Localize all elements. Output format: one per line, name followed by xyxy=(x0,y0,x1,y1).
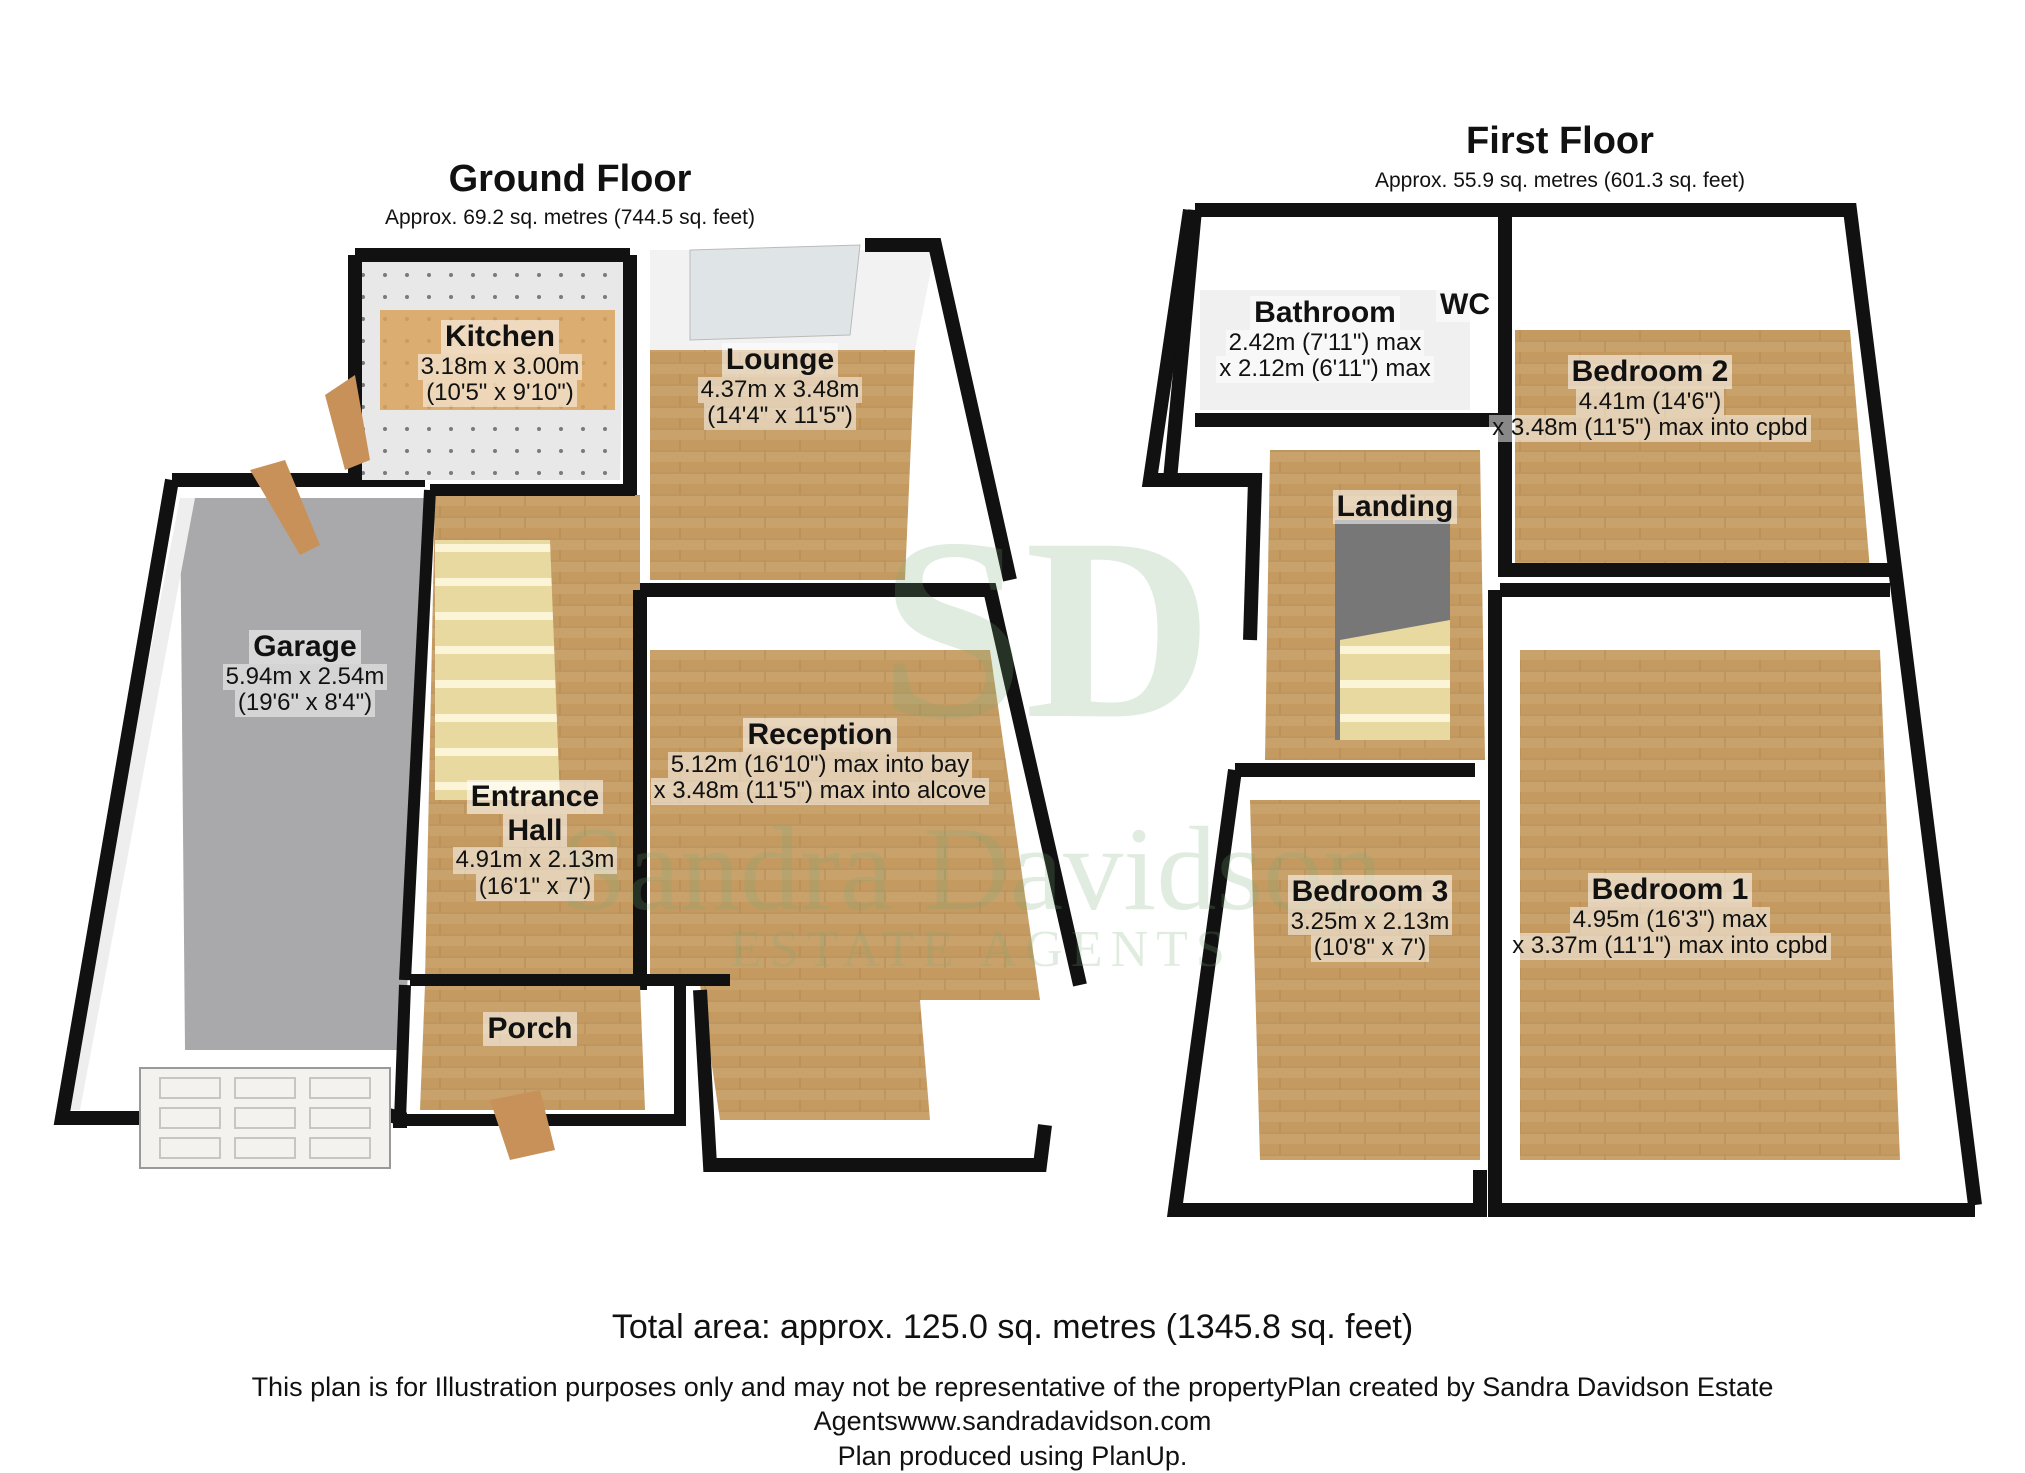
first-floor-outer-wall xyxy=(1141,208,1263,641)
first-floor-title: First Floor xyxy=(1466,120,1654,162)
room-dims: 4.95m (16'3") max xyxy=(1569,906,1771,934)
room-dims: x 3.48m (11'5") max into alcove xyxy=(650,778,990,806)
total-area: Total area: approx. 125.0 sq. metres (13… xyxy=(611,1308,1414,1346)
room-name: Entrance xyxy=(466,780,604,814)
room-dims: 4.91m x 2.13m xyxy=(452,846,618,875)
room-name: Porch xyxy=(483,1012,577,1046)
room-reception: Reception 5.12m (16'10") max into bay x … xyxy=(610,718,1030,806)
room-name: Reception xyxy=(743,718,897,752)
lounge-patio-doors xyxy=(689,244,861,341)
garage-floor xyxy=(180,498,425,1050)
room-dims: 3.25m x 2.13m xyxy=(1287,908,1453,936)
disclaimer: This plan is for Illustration purposes o… xyxy=(0,1370,2025,1473)
hall-walls xyxy=(399,484,635,981)
room-dims: x 2.12m (6'11") max xyxy=(1216,356,1434,384)
room-dims: x 3.37m (11'1") max into cpbd xyxy=(1509,933,1831,961)
disclaimer-line: Plan produced using PlanUp. xyxy=(837,1440,1188,1471)
disclaimer-line: Agentswww.sandradavidson.com xyxy=(813,1406,1212,1437)
ground-floor-area: Approx. 69.2 sq. metres (744.5 sq. feet) xyxy=(384,206,756,229)
room-dims: (19'6" x 8'4") xyxy=(234,690,376,718)
room-name: Hall xyxy=(503,813,567,848)
room-kitchen: Kitchen 3.18m x 3.00m (10'5" x 9'10") xyxy=(370,320,630,408)
room-wc: WC xyxy=(1420,288,1510,322)
room-name: Lounge xyxy=(721,343,839,377)
bathroom-walls xyxy=(1163,203,1505,481)
room-name: Bathroom xyxy=(1250,296,1400,330)
room-dims: 4.37m x 3.48m xyxy=(697,376,863,404)
bedroom1-walls xyxy=(1488,583,1975,1217)
porch-floor xyxy=(420,985,645,1110)
room-name: Garage xyxy=(249,630,361,664)
room-dims: 5.94m x 2.54m xyxy=(222,663,388,691)
ground-floor-title: Ground Floor xyxy=(448,158,692,200)
room-landing: Landing xyxy=(1310,490,1480,524)
room-dims: 3.18m x 3.00m xyxy=(417,353,583,381)
room-dims: 4.41m (14'6") xyxy=(1575,388,1725,416)
garage-door xyxy=(139,1067,391,1169)
room-dims: (16'1" x 7') xyxy=(475,873,595,901)
landing-stairs-lower xyxy=(1340,620,1450,740)
bedroom3-floor xyxy=(1250,800,1480,1160)
porch-door xyxy=(490,1090,555,1160)
room-dims: 2.42m (7'11") max xyxy=(1225,329,1425,357)
room-name: Bedroom 2 xyxy=(1567,355,1733,389)
room-dims: (10'8" x 7') xyxy=(1310,935,1430,963)
reception-walls xyxy=(633,583,1087,1172)
room-porch: Porch xyxy=(440,1012,620,1046)
room-name: Bedroom 1 xyxy=(1587,873,1753,907)
room-bedroom3: Bedroom 3 3.25m x 2.13m (10'8" x 7') xyxy=(1240,875,1500,963)
bedroom3-walls xyxy=(1166,763,1487,1217)
room-bedroom1: Bedroom 1 4.95m (16'3") max x 3.37m (11'… xyxy=(1470,873,1870,961)
room-name: Bedroom 3 xyxy=(1287,875,1453,909)
kitchen-door xyxy=(325,375,370,470)
room-name: Landing xyxy=(1332,490,1458,524)
bedroom2-walls xyxy=(1498,203,1982,1206)
garage-side-door xyxy=(250,460,320,555)
room-name: WC xyxy=(1436,288,1494,322)
room-dims: (10'5" x 9'10") xyxy=(423,380,577,408)
disclaimer-line: This plan is for Illustration purposes o… xyxy=(251,1372,1774,1402)
room-bedroom2: Bedroom 2 4.41m (14'6") x 3.48m (11'5") … xyxy=(1450,355,1850,443)
room-dims: x 3.48m (11'5") max into cpbd xyxy=(1489,415,1811,443)
first-floor-area: Approx. 55.9 sq. metres (601.3 sq. feet) xyxy=(1374,169,1746,192)
room-name: Kitchen xyxy=(440,320,559,354)
room-garage: Garage 5.94m x 2.54m (19'6" x 8'4") xyxy=(175,630,435,718)
room-bathroom: Bathroom 2.42m (7'11") max x 2.12m (6'11… xyxy=(1190,296,1460,384)
room-entrance-hall: Entrance Hall 4.91m x 2.13m (16'1" x 7') xyxy=(430,780,640,901)
room-dims: 5.12m (16'10") max into bay xyxy=(667,751,973,779)
room-lounge: Lounge 4.37m x 3.48m (14'4" x 11'5") xyxy=(650,343,910,431)
hall-stairs xyxy=(435,540,560,800)
room-dims: (14'4" x 11'5") xyxy=(704,403,856,431)
